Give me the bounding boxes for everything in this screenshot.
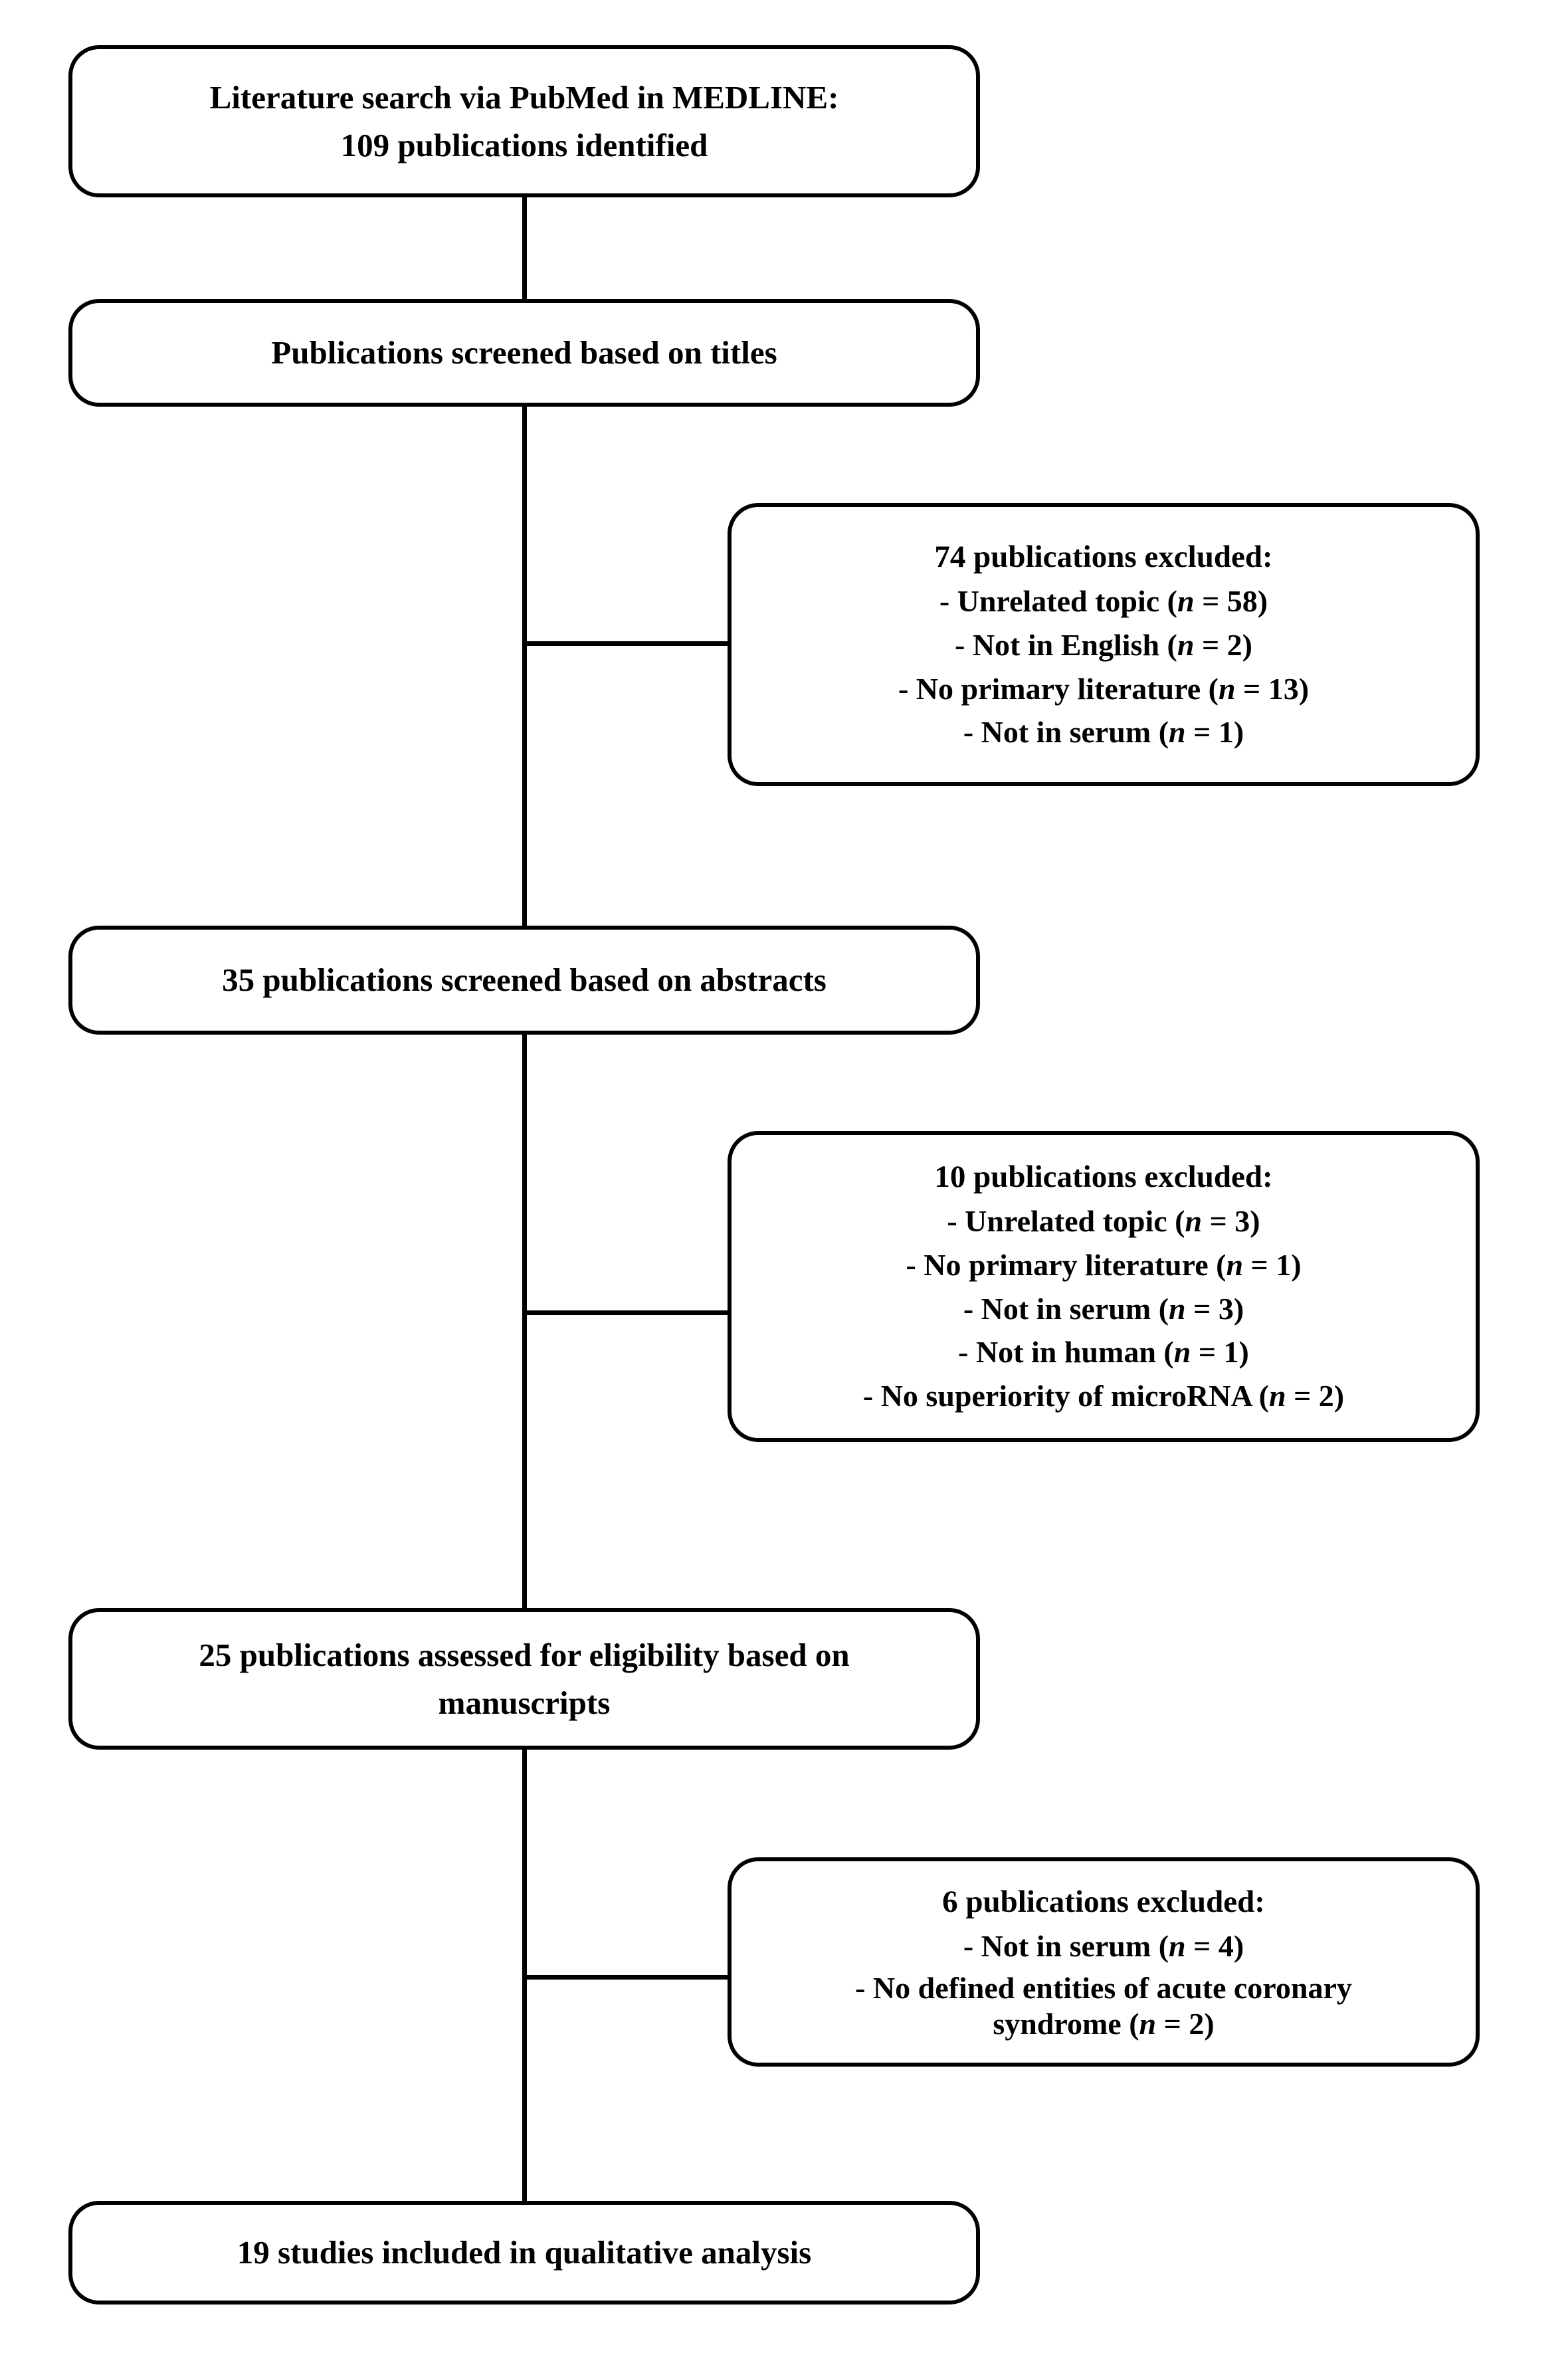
node-screened-abstracts-line1: 35 publications screened based on abstra…: [222, 962, 827, 999]
exclusion-header-titles: 74 publications excluded:: [934, 539, 1273, 574]
node-assessed-eligibility-line1: 25 publications assessed for eligibility…: [199, 1636, 850, 1673]
exclusion-reason: - Not in serum (n = 3): [963, 1291, 1244, 1326]
connector-branch-exclusion-titles: [522, 641, 730, 646]
connector-branch-exclusion-abstracts: [522, 1310, 730, 1315]
exclusion-reason: - No primary literature (n = 13): [898, 671, 1310, 706]
node-studies-included[interactable]: 19 studies included in qualitative analy…: [68, 2201, 980, 2305]
exclusion-reason: - Unrelated topic (n = 58): [939, 583, 1268, 618]
node-assessed-eligibility-line2: manuscripts: [438, 1684, 611, 1721]
node-literature-search-line1: Literature search via PubMed in MEDLINE:: [209, 78, 839, 116]
node-exclusions-after-titles[interactable]: 74 publications excluded: - Unrelated to…: [728, 503, 1480, 786]
connector-search-to-titles: [522, 197, 527, 299]
exclusion-reason: - Not in serum (n = 1): [963, 715, 1244, 750]
node-literature-search[interactable]: Literature search via PubMed in MEDLINE:…: [68, 45, 980, 197]
exclusion-reason: - No superiority of microRNA (n = 2): [862, 1379, 1345, 1413]
exclusion-reason: - Not in human (n = 1): [958, 1335, 1249, 1370]
node-exclusions-after-abstracts[interactable]: 10 publications excluded: - Unrelated to…: [728, 1131, 1480, 1442]
exclusion-reason: - Unrelated topic (n = 3): [947, 1204, 1260, 1239]
exclusion-reason: - Not in English (n = 2): [955, 627, 1252, 662]
node-exclusions-after-manuscripts[interactable]: 6 publications excluded: - Not in serum …: [728, 1857, 1480, 2067]
exclusion-header-abstracts: 10 publications excluded:: [934, 1159, 1273, 1194]
exclusion-reason: - No defined entities of acute coronary …: [855, 1970, 1352, 2041]
node-screened-abstracts[interactable]: 35 publications screened based on abstra…: [68, 926, 980, 1035]
node-screened-titles-line1: Publications screened based on titles: [271, 334, 777, 371]
node-screened-titles[interactable]: Publications screened based on titles: [68, 299, 980, 407]
exclusion-header-manuscripts: 6 publications excluded:: [942, 1884, 1265, 1919]
connector-branch-exclusion-manuscripts: [522, 1975, 730, 1980]
node-literature-search-line2: 109 publications identified: [340, 126, 708, 163]
node-studies-included-line1: 19 studies included in qualitative analy…: [237, 2234, 812, 2271]
exclusion-reason: - Not in serum (n = 4): [963, 1928, 1244, 1963]
connector-titles-to-abstracts: [522, 407, 527, 926]
connector-abstracts-to-eligibility: [522, 1035, 527, 1608]
exclusion-reason: - No primary literature (n = 1): [906, 1247, 1302, 1282]
node-assessed-eligibility[interactable]: 25 publications assessed for eligibility…: [68, 1608, 980, 1750]
